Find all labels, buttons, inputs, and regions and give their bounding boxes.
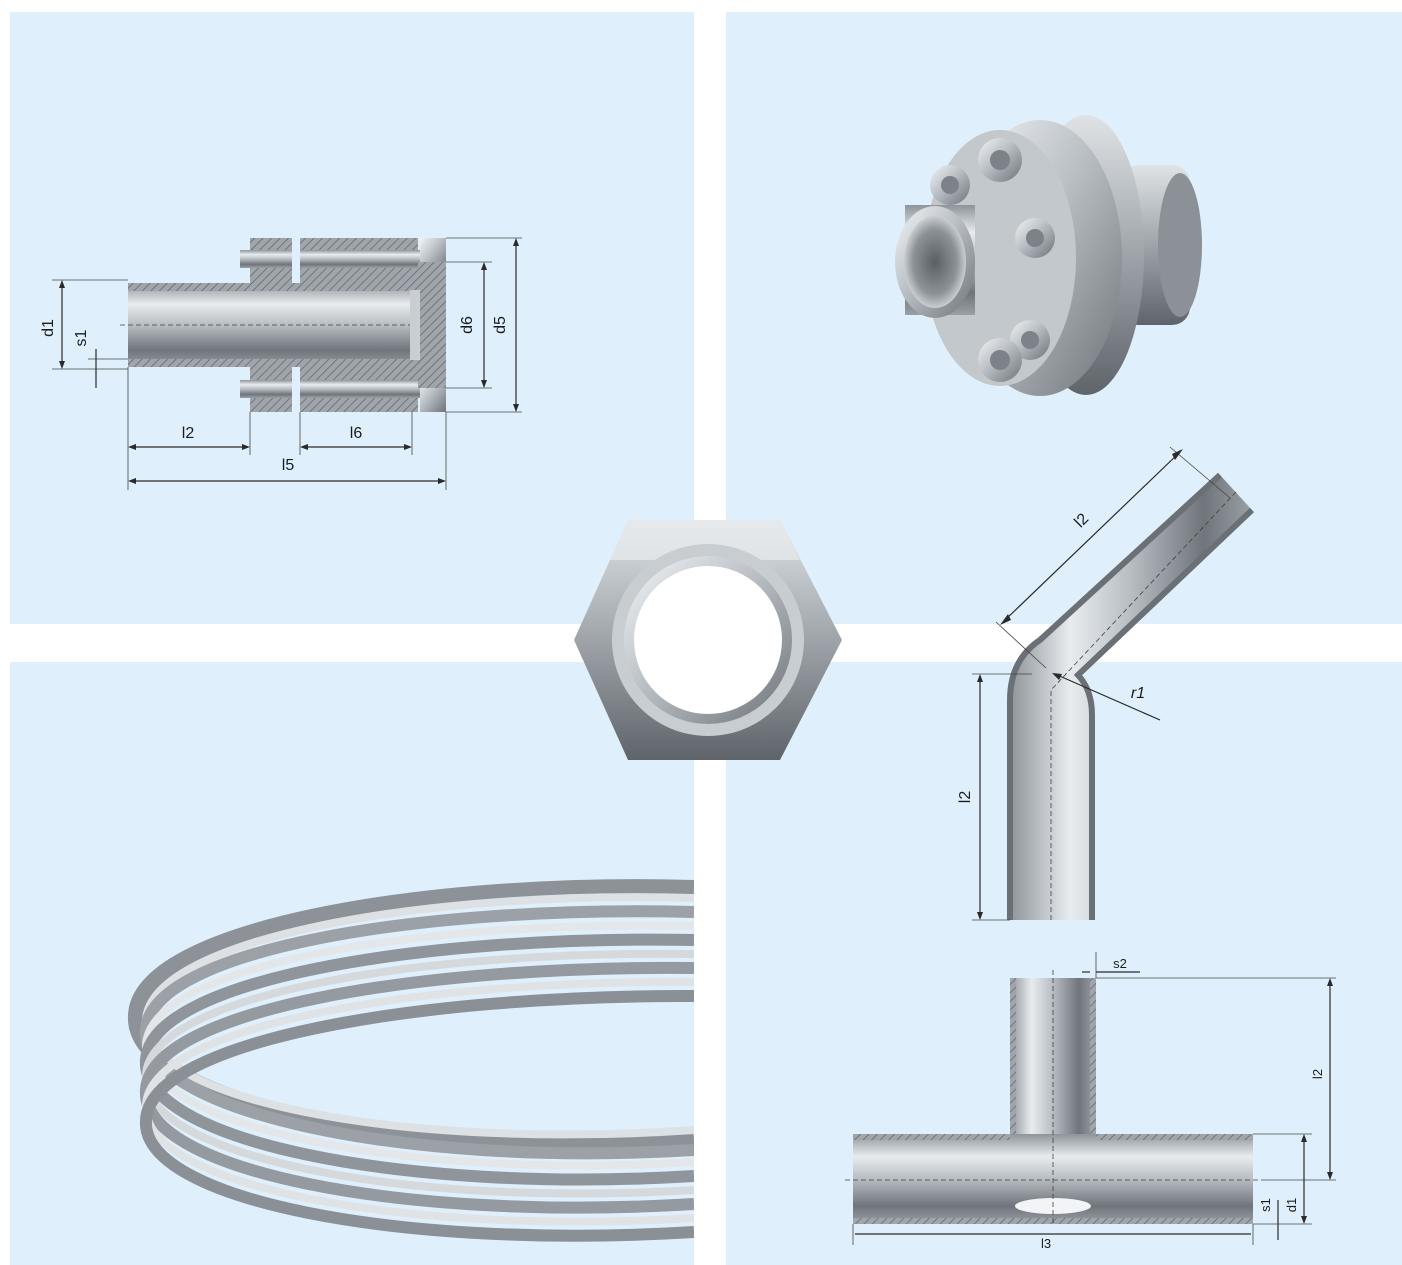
label-d5: d5 [492,316,509,334]
bend-section-drawing: l2 r1 l2 [957,446,1255,921]
label-l6: l6 [350,425,363,442]
label-d1: d1 [40,319,57,337]
label-tee-s1: s1 [1258,1198,1273,1212]
label-bend-l2-side: l2 [957,791,974,804]
tube-coil-render [127,879,694,1242]
tee-section-drawing: s2 l2 d1 s1 l3 [845,952,1336,1251]
label-d6: d6 [459,316,476,334]
label-tee-l3: l3 [1041,1236,1051,1251]
label-tee-d1: d1 [1284,1198,1299,1212]
label-l5: l5 [282,457,295,474]
label-tee-l2: l2 [1310,1069,1325,1079]
hex-nut-render [574,520,842,760]
flange-union-render [895,115,1202,396]
label-r1: r1 [1131,685,1145,702]
flange-section-drawing: d1 s1 d6 d5 l2 l6 l5 [40,237,522,490]
label-s2: s2 [1113,956,1127,971]
label-l2: l2 [182,425,195,442]
label-s1: s1 [73,329,90,346]
